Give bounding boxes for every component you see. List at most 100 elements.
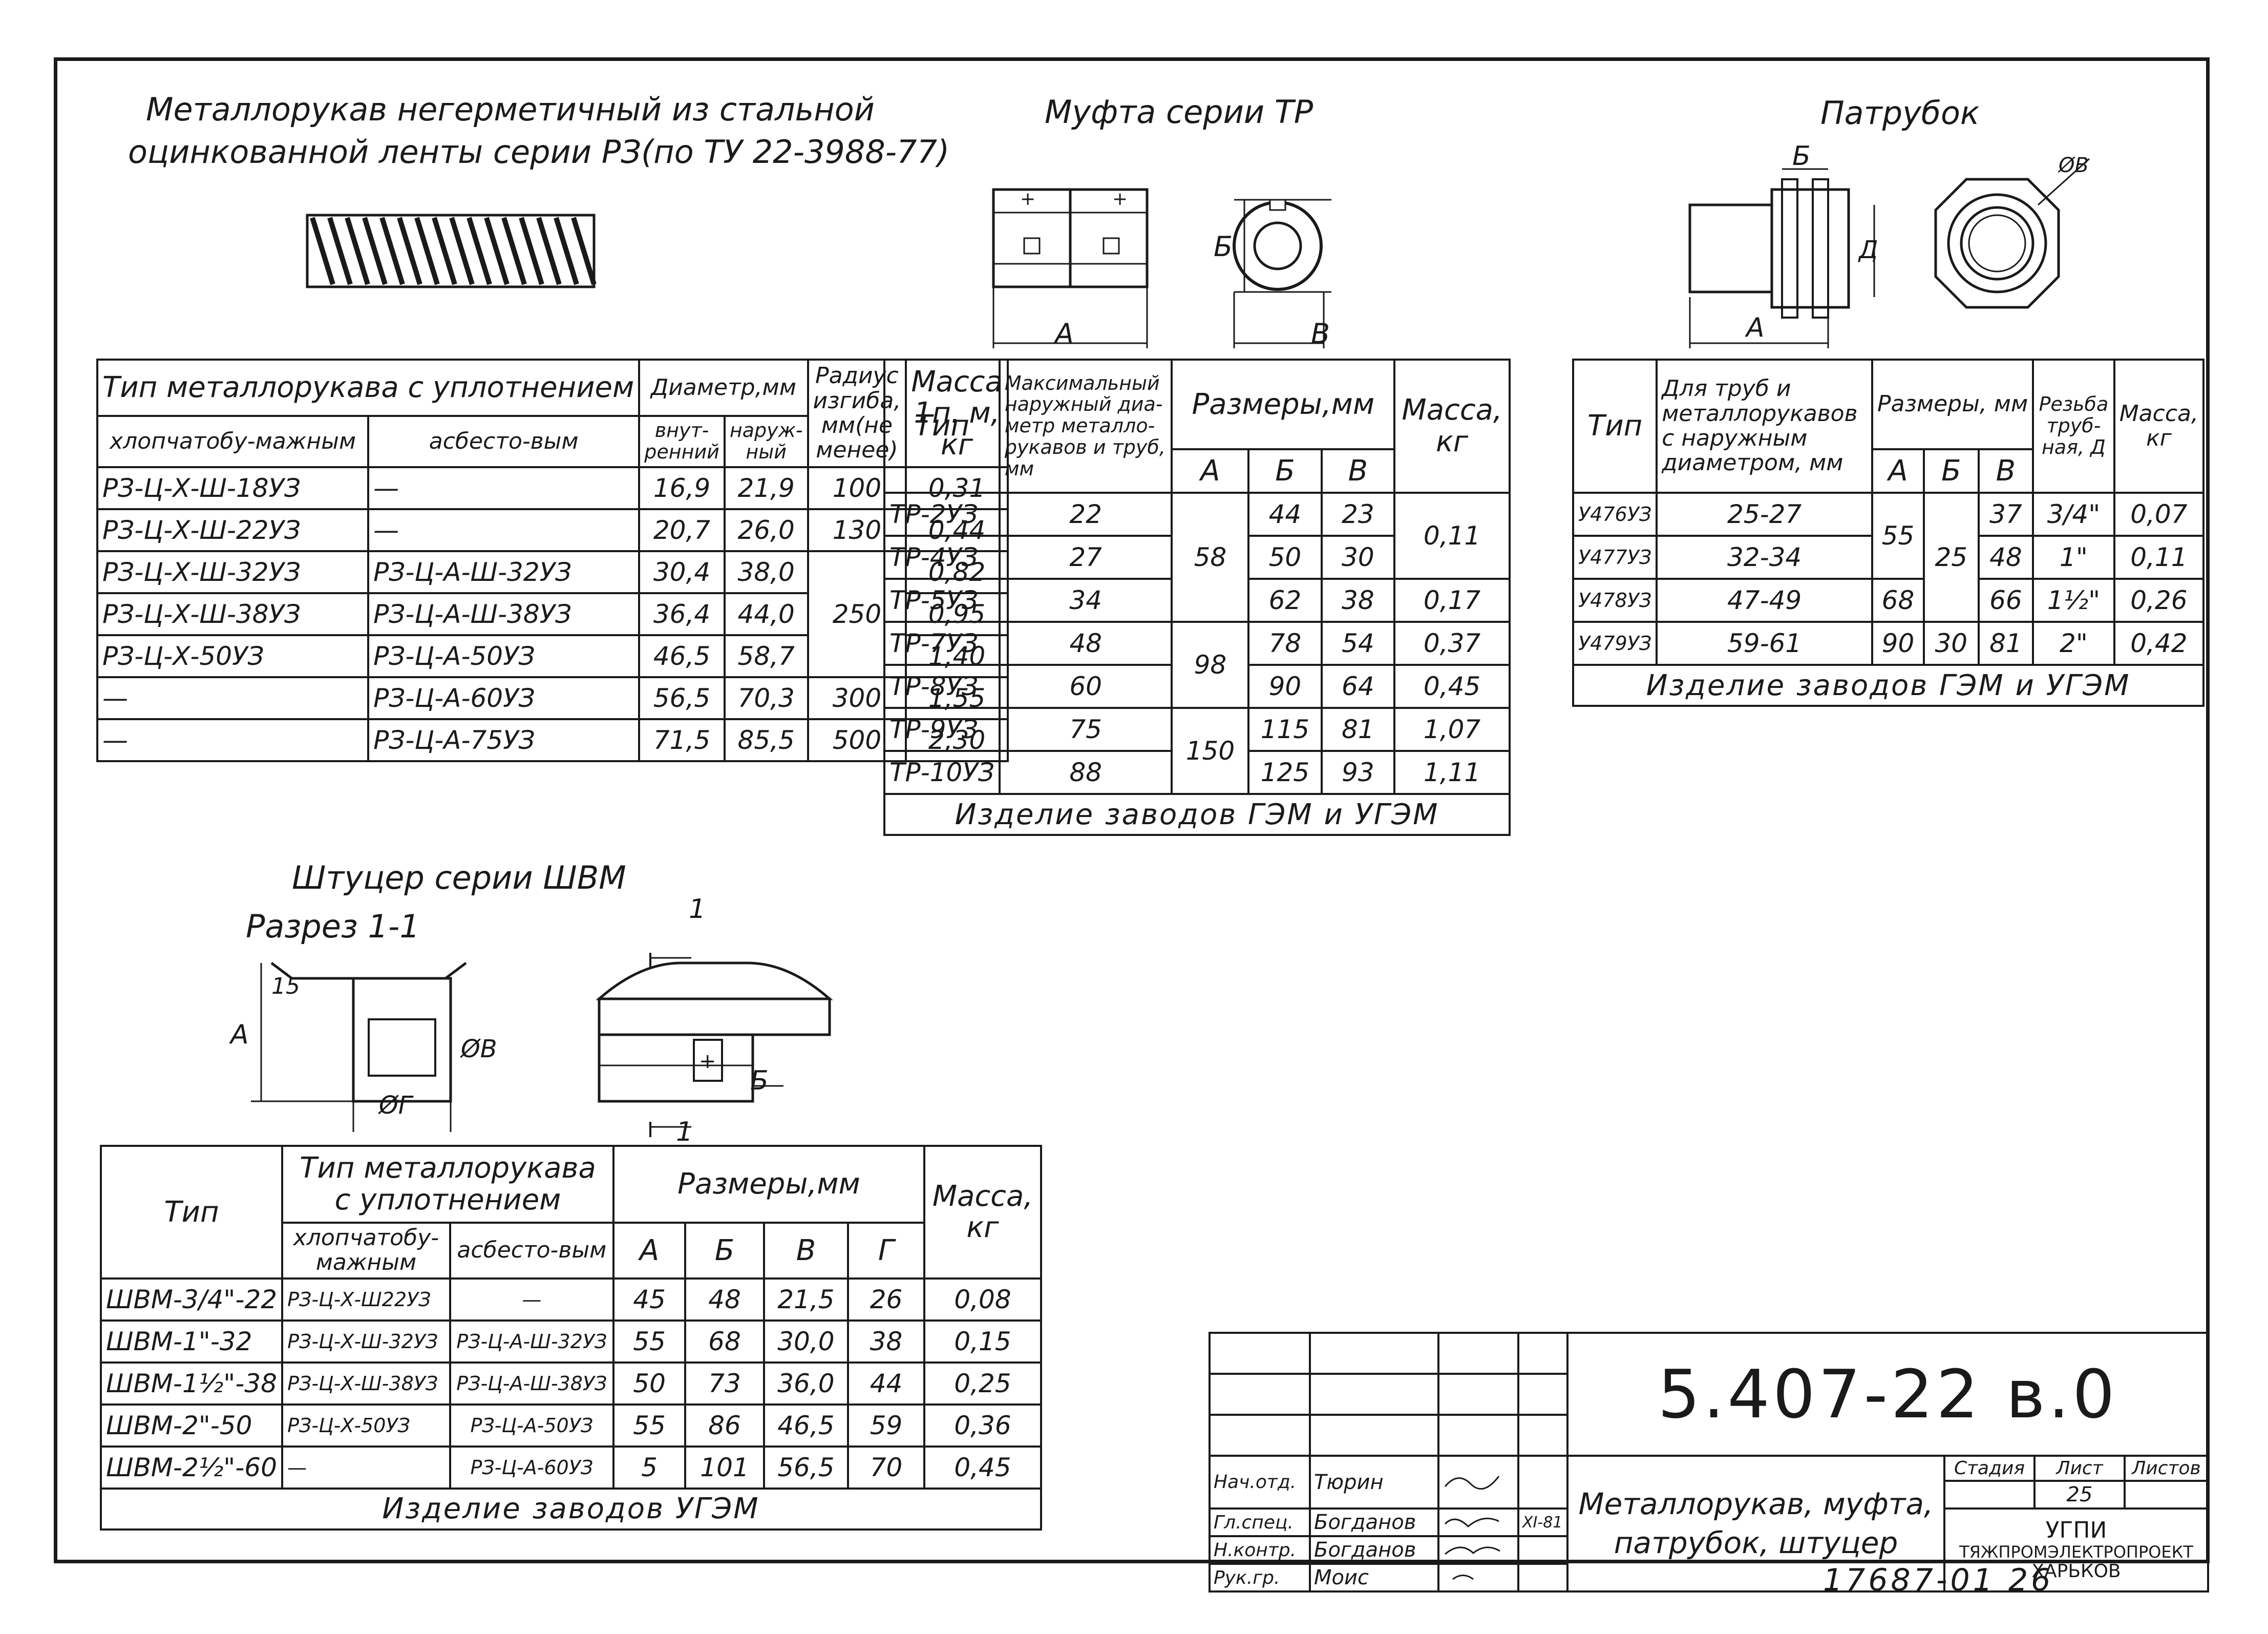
fitting-cell-type: ШВМ-1"-32 xyxy=(99,1319,284,1364)
coupling-h-max: Максимальный наружный диа-метр металло-р… xyxy=(998,359,1173,494)
coupling-cell-type: ТР-7УЗ xyxy=(883,621,1001,666)
fitting-dim-15: 15 xyxy=(271,973,300,999)
fitting-h-cotton: хлопчатобу-мажным xyxy=(281,1222,451,1280)
tb-role-2: Н.контр. xyxy=(1209,1535,1311,1565)
fitting-h-asbestos: асбесто-вым xyxy=(449,1222,614,1280)
nozzle-h-mass: Масса, кг xyxy=(2113,359,2205,494)
signature-0 xyxy=(1444,1475,1500,1490)
nozzle-cell-a: 68 xyxy=(1871,578,1925,623)
nozzle-cell-a: 90 xyxy=(1871,621,1925,666)
coupling-cell-diam: 22 xyxy=(998,492,1173,537)
nozzle-title: Патрубок xyxy=(1820,94,1980,132)
coupling-cell-b: 50 xyxy=(1247,535,1323,580)
coupling-cell-a: 150 xyxy=(1171,707,1250,795)
coupling-caption: Изделие заводов ГЭМ и УГЭМ xyxy=(883,793,1511,836)
fitting-cell-type: ШВМ-2½"-60 xyxy=(99,1445,284,1490)
fitting-cell-g: 70 xyxy=(847,1445,925,1490)
doc-code: 5.407-22 в.0 xyxy=(1566,1332,2209,1457)
fitting-h-g: Г xyxy=(847,1222,925,1280)
tb-org3: ХАРЬКОВ xyxy=(2031,1560,2121,1582)
hose-spiral-turn xyxy=(327,217,353,285)
nozzle-cell-thread: 3/4" xyxy=(2032,492,2115,537)
hose-cell-outer: 58,7 xyxy=(723,634,809,678)
nozzle-h-sizes: Размеры, мм xyxy=(1871,359,2034,450)
tb-date: XI-81 xyxy=(1517,1507,1568,1537)
tb-h-sheet: Лист xyxy=(2033,1458,2126,1482)
hose-cell-outer: 44,0 xyxy=(723,592,809,636)
hose-cell-outer: 38,0 xyxy=(723,550,809,594)
hose-cell-inner: 71,5 xyxy=(638,718,726,762)
hose-cell-inner: 36,4 xyxy=(638,592,726,636)
nozzle-cell-thread: 1½" xyxy=(2032,578,2115,623)
nozzle-cell-mass: 0,11 xyxy=(2113,535,2205,580)
coupling-h-b: Б xyxy=(1247,448,1323,494)
hose-spiral-turn xyxy=(467,217,492,285)
fitting-cell-v: 46,5 xyxy=(762,1403,850,1448)
fitting-cell-b: 68 xyxy=(684,1319,765,1364)
coupling-cell-mass: 0,37 xyxy=(1393,621,1511,666)
nozzle-cell-v: 37 xyxy=(1977,492,2034,537)
fitting-cell-mass: 0,36 xyxy=(923,1403,1043,1448)
hose-cell-cotton: РЗ-Ц-Х-Ш-18УЗ xyxy=(96,466,370,510)
fitting-cell-asbestos: — xyxy=(449,1277,614,1322)
fitting-cell-cotton: РЗ-Ц-Х-50УЗ xyxy=(281,1403,451,1448)
fitting-cell-b: 86 xyxy=(684,1403,765,1448)
coupling-cell-mass: 1,11 xyxy=(1393,750,1511,795)
hose-cell-asbestos: — xyxy=(367,466,641,510)
coupling-cell-v: 93 xyxy=(1320,750,1396,795)
hose-spiral-turn xyxy=(310,217,335,285)
coupling-dim-a: А xyxy=(1055,318,1074,350)
coupling-cell-type: ТР-8УЗ xyxy=(883,664,1001,709)
coupling-dim-b: Б xyxy=(1214,231,1233,263)
fitting-section-label: Разрез 1-1 xyxy=(246,908,420,945)
hose-cell-cotton: РЗ-Ц-Х-50УЗ xyxy=(96,634,370,678)
coupling-h-v: В xyxy=(1320,448,1396,494)
coupling-cell-type: ТР-4УЗ xyxy=(883,535,1001,580)
nozzle-cell-a: 55 xyxy=(1871,492,1925,580)
hose-cell-outer: 26,0 xyxy=(723,508,809,552)
hose-spiral-turn xyxy=(571,217,597,285)
tb-role-0: Нач.отд. xyxy=(1209,1455,1311,1510)
coupling-cell-type: ТР-10УЗ xyxy=(883,750,1001,795)
tb-sign-2 xyxy=(1437,1535,1519,1565)
drawing-frame xyxy=(54,57,2210,1563)
fitting-dim-a: А xyxy=(230,1019,249,1050)
fitting-cell-asbestos: РЗ-Ц-А-50УЗ xyxy=(449,1403,614,1448)
nozzle-cell-v: 66 xyxy=(1977,578,2034,623)
nozzle-dim-b: Б xyxy=(1792,141,1811,172)
fitting-cell-cotton: РЗ-Ц-Х-Ш22УЗ xyxy=(281,1277,451,1322)
fitting-cell-g: 44 xyxy=(847,1361,925,1406)
nozzle-dim-d: Д xyxy=(1859,236,1878,264)
nozzle-cell-type: У477УЗ xyxy=(1572,535,1658,580)
fitting-dim-phig: ØГ xyxy=(379,1091,412,1120)
fitting-caption: Изделие заводов УГЭМ xyxy=(100,1487,1042,1531)
coupling-table: Тип Максимальный наружный диа-метр метал… xyxy=(883,359,1511,836)
nozzle-h-thread: Резьба труб-ная, Д xyxy=(2032,359,2115,494)
coupling-cell-mass: 0,11 xyxy=(1393,492,1511,580)
signature-1 xyxy=(1444,1517,1499,1528)
tb-h-sheets: Листов xyxy=(2124,1458,2206,1482)
tb-sign-0 xyxy=(1437,1455,1519,1510)
coupling-cell-b: 115 xyxy=(1247,707,1323,752)
coupling-cell-v: 23 xyxy=(1320,492,1396,537)
hose-spiral-turn xyxy=(362,217,388,285)
fitting-h-hose: Тип металлорукава с уплотнением xyxy=(281,1145,614,1224)
coupling-cell-a: 98 xyxy=(1171,621,1250,709)
fitting-cell-v: 36,0 xyxy=(762,1361,850,1406)
fitting-h-b: Б xyxy=(684,1222,765,1280)
fitting-dim-b: Б xyxy=(750,1065,769,1096)
coupling-cell-b: 62 xyxy=(1247,578,1323,623)
hose-spiral-turn xyxy=(554,217,579,285)
hose-cell-inner: 46,5 xyxy=(638,634,726,678)
coupling-cell-diam: 60 xyxy=(998,664,1173,709)
hose-cell-inner: 30,4 xyxy=(638,550,726,594)
nozzle-cell-b: 25 xyxy=(1922,492,1980,623)
